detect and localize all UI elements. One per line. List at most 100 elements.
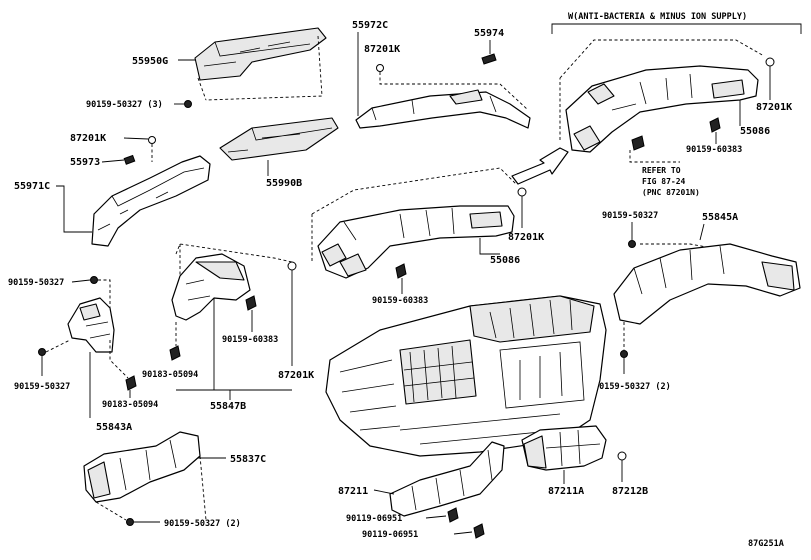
duct-87211-body [389, 441, 505, 517]
duct-55950g-ribs [203, 41, 311, 67]
dash-55847b-top [175, 243, 293, 263]
register-55990b-vents [227, 127, 333, 153]
label-55837c: 55837C [230, 454, 266, 465]
label-87201k-d: 87201K [508, 232, 544, 243]
refer-note-line-2: FIG 87-24 [642, 177, 686, 186]
duct-55845a-outlet [761, 261, 795, 291]
dash-55843a [98, 279, 111, 310]
label-55971c: 55971C [14, 181, 50, 192]
label-55843a: 55843A [96, 422, 132, 433]
leader-55086-b [479, 238, 500, 255]
duct-55845a-body [613, 243, 801, 325]
duct-87211a-group: 87211A 87212B [521, 425, 648, 497]
screw-60383-a-icon [709, 117, 721, 133]
duct-55972c-body [355, 91, 531, 129]
dash-55950g [197, 35, 323, 101]
duct-55086-lower: 87201K 55086 90159-60383 [311, 167, 544, 306]
bolt-50327-a-icon [628, 240, 636, 248]
clip-87201k-d-icon [517, 187, 527, 197]
screw-60383-b-icon [395, 263, 407, 279]
duct-87211a-end [523, 435, 547, 469]
duct-55843a-vent [79, 303, 101, 321]
label-90159-50327-c: 90159-50327 [14, 382, 70, 392]
bolt-50327-b-icon [90, 276, 98, 284]
duct-55837c-group: 55837C 90159-50327 (2) [83, 431, 266, 529]
duct-55972c-group: 55972C 87201K 55974 [352, 20, 531, 129]
bolt-50327-2b-icon [126, 518, 134, 526]
label-55086-b: 55086 [490, 255, 520, 266]
duct-55086-upper: 87201K 55086 90159-60383 REFER TO FIG 87… [559, 39, 792, 197]
hvac-unit [325, 295, 607, 457]
duct-55971c-ribs [97, 167, 205, 231]
duct-55972c-ribs [371, 95, 497, 121]
label-55845a: 55845A [702, 212, 738, 223]
label-87201k-a: 87201K [70, 133, 106, 144]
screw-87201n-icon [631, 135, 645, 151]
duct-55845a-group: 90159-50327 55845A 90159-50327 (2) [594, 211, 801, 392]
label-87201k-e: 87201K [278, 370, 314, 381]
leader-87211 [373, 489, 395, 495]
dash-55086-lower-top [311, 167, 517, 215]
label-90119-06951-a: 90119-06951 [346, 514, 402, 524]
anti-bacteria-group-header: W(ANTI-BACTERIA & MINUS ION SUPPLY) [551, 12, 802, 34]
duct-55950g: 55950G 90159-50327 (3) [86, 27, 327, 110]
leader-55971c [56, 185, 92, 233]
clip-87201k-c-icon [765, 57, 775, 67]
label-90159-50327-a: 90159-50327 [602, 211, 658, 221]
label-90183-05094-a: 90183-05094 [102, 400, 158, 410]
refer-note-line-3: (PNC 87201N) [642, 188, 700, 197]
leader-55845a [699, 223, 705, 241]
duct-55086-lower-outlet-1 [321, 243, 347, 267]
leader-55847b [176, 298, 292, 400]
duct-55845a-ribs [633, 245, 725, 295]
duct-55086-lower-ribs [343, 207, 455, 241]
duct-55847b-ribs [185, 279, 211, 301]
duct-55971c-group: 87201K 55973 55971C [14, 133, 211, 247]
duct-55086-lower-outlet-2 [339, 253, 367, 277]
bolt-06951-a-icon [447, 507, 459, 523]
label-87211a: 87211A [548, 486, 584, 497]
label-55847b: 55847B [210, 401, 246, 412]
clip-05094-a-icon [125, 375, 137, 391]
duct-55837c-ribs [119, 439, 177, 491]
duct-55086-upper-outlet-1 [587, 83, 615, 105]
dash-87201k-b [379, 72, 529, 111]
bracket-55973-icon [123, 154, 136, 165]
clip-icon [184, 100, 192, 108]
bracket-55974-icon [481, 53, 497, 65]
label-55950g: 55950G [132, 56, 168, 67]
duct-87211a-ribs [545, 429, 601, 467]
duct-55971c-body [91, 155, 211, 247]
duct-55950g-body [194, 27, 327, 81]
label-87201k-c: 87201K [756, 102, 792, 113]
label-87211: 87211 [338, 486, 368, 497]
clip-87201k-e-icon [287, 261, 297, 271]
duct-87211-ribs [411, 449, 493, 511]
bolt-06951-b-icon [473, 523, 485, 539]
header-bracket-line [551, 23, 802, 34]
register-55990b: 55990B [219, 117, 339, 189]
direction-arrow-icon [511, 147, 569, 185]
label-90159-50327-2: 90159-50327 (2) [594, 382, 671, 392]
clip-05094-b-icon [169, 345, 181, 361]
label-90159-60383-a: 90159-60383 [686, 145, 742, 155]
duct-55837c-outlet [87, 461, 111, 499]
label-55974: 55974 [474, 28, 504, 39]
duct-55847b-vent [195, 261, 245, 281]
duct-55843a-ribs [85, 321, 111, 339]
label-90159-50327-b: 90159-50327 [8, 278, 64, 288]
duct-55086-upper-outlet-3 [711, 79, 745, 99]
label-55973: 55973 [70, 157, 100, 168]
leader-90159-50327-b [71, 279, 91, 283]
leader-55973 [101, 159, 125, 163]
leader-90119-06951-a [425, 515, 447, 519]
hvac-unit-bottom-lines [399, 413, 561, 445]
duct-55847b-group: 87201K 90159-60383 90183-05094 55847B [142, 243, 314, 412]
clip-87201k-b-icon [376, 64, 384, 72]
dash-refer [629, 150, 680, 163]
label-90159-50327-3: 90159-50327 (3) [86, 100, 163, 110]
hvac-unit-grille-lines [403, 345, 475, 403]
duct-87211-group: 87211 90119-06951 90119-06951 [338, 441, 505, 540]
leader-87201k-a [123, 137, 149, 140]
